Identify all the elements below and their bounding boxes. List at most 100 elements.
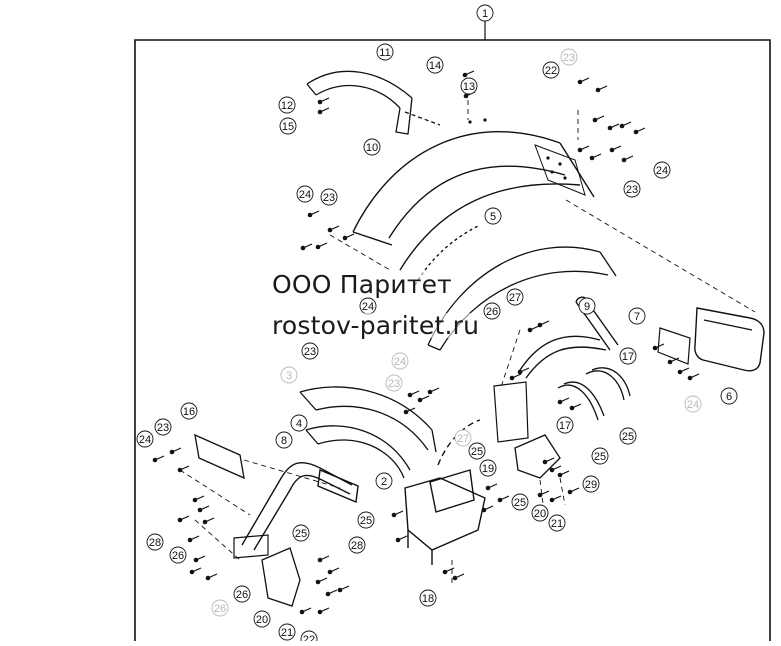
callout-label: 23	[304, 346, 316, 358]
callout-label: 4	[296, 418, 302, 430]
callout-27: 27	[506, 288, 524, 306]
callout-3: 3	[280, 366, 298, 384]
part-channel-bracket	[233, 381, 529, 559]
callout-25: 25	[292, 524, 310, 542]
callout-label: 21	[551, 518, 563, 530]
callout-label: 6	[726, 391, 732, 403]
callout-label: 14	[429, 60, 441, 72]
callout-23: 23	[301, 342, 319, 360]
part-17-support-arcs	[557, 367, 631, 421]
callout-label: 24	[687, 399, 699, 411]
callout-label: 18	[422, 593, 434, 605]
callout-13: 13	[460, 77, 478, 95]
callout-26: 26	[483, 302, 501, 320]
assembly-frame	[134, 20, 771, 641]
callout-label: 10	[366, 142, 378, 154]
callout-15: 15	[279, 117, 297, 135]
callout-label: 25	[594, 451, 606, 463]
callout-label: 25	[360, 515, 372, 527]
callout-24: 24	[653, 161, 671, 179]
callout-label: 25	[622, 431, 634, 443]
callout-23: 23	[154, 418, 172, 436]
callout-25: 25	[468, 442, 486, 460]
callout-label: 27	[457, 433, 469, 445]
callout-label: 25	[514, 497, 526, 509]
part-16-mounting-plate	[194, 433, 341, 489]
part-11-arc-bracket	[306, 70, 441, 135]
callout-22: 22	[300, 630, 318, 646]
callout-label: 24	[299, 189, 311, 201]
callout-label: 16	[183, 406, 195, 418]
part-8-mounting-arm	[241, 461, 359, 551]
callout-label: 26	[214, 603, 226, 615]
part-6-mud-flap	[694, 307, 765, 372]
callout-20: 20	[531, 504, 549, 522]
callout-28: 28	[146, 533, 164, 551]
assembly-callout: 1	[476, 4, 494, 22]
watermark-company: ООО Паритет	[272, 270, 452, 299]
callout-24: 24	[296, 185, 314, 203]
callout-label: 24	[656, 165, 668, 177]
callout-label: 22	[545, 65, 557, 77]
callout-16: 16	[180, 402, 198, 420]
callout-4: 4	[290, 414, 308, 432]
watermark-website[interactable]: rostov-paritet.ru	[272, 311, 480, 340]
part-4-fender-panel	[305, 425, 411, 479]
callout-label: 7	[634, 311, 640, 323]
callout-label: 22	[303, 634, 315, 641]
callout-23: 23	[320, 188, 338, 206]
callout-5: 5	[484, 207, 502, 225]
callout-19: 19	[479, 459, 497, 477]
callout-label: 25	[471, 446, 483, 458]
part-10-fender-holes	[468, 118, 567, 180]
fastener-hardware	[152, 70, 700, 615]
callout-25: 25	[357, 511, 375, 529]
callout-label: 17	[559, 420, 571, 432]
callout-6: 6	[720, 387, 738, 405]
callout-24: 24	[136, 430, 154, 448]
callout-23: 23	[385, 374, 403, 392]
callout-label: 3	[286, 370, 292, 382]
callout-label: 23	[388, 378, 400, 390]
callout-label: 25	[295, 528, 307, 540]
callout-label: 23	[323, 192, 335, 204]
callout-2: 2	[375, 472, 393, 490]
callout-label: 19	[482, 463, 494, 475]
callout-12: 12	[278, 96, 296, 114]
callout-26: 26	[169, 546, 187, 564]
callout-23: 23	[623, 180, 641, 198]
callout-label: 24	[362, 301, 374, 313]
callout-21: 21	[548, 514, 566, 532]
callout-label: 23	[626, 184, 638, 196]
callout-label: 11	[379, 47, 390, 59]
callout-label: 23	[563, 52, 575, 64]
callout-label: 26	[486, 306, 498, 318]
part-7-flap-bracket	[565, 199, 756, 365]
callout-label: 17	[622, 351, 634, 363]
callout-label: 28	[149, 537, 161, 549]
callout-28: 28	[348, 536, 366, 554]
callout-label: 26	[236, 589, 248, 601]
callout-14: 14	[426, 56, 444, 74]
callout-label: 9	[584, 301, 590, 313]
callout-20: 20	[253, 610, 271, 628]
callout-11: 11	[376, 43, 394, 61]
callout-label: 20	[256, 614, 268, 626]
callout-7: 7	[628, 307, 646, 325]
part-callouts: 2345678910111213141516171718192020212122…	[136, 43, 738, 646]
callout-18: 18	[419, 589, 437, 607]
callout-label: 21	[281, 627, 293, 639]
callout-label: 26	[172, 550, 184, 562]
callout-25: 25	[591, 447, 609, 465]
part-2-central-bracket	[404, 419, 486, 565]
callout-label: 27	[509, 292, 521, 304]
callout-22: 22	[542, 61, 560, 79]
assembly-callout-label: 1	[482, 8, 488, 20]
callout-24: 24	[684, 395, 702, 413]
callout-24: 24	[359, 297, 377, 315]
part-20-brackets	[261, 434, 561, 607]
callout-label: 5	[490, 211, 496, 223]
callout-17: 17	[619, 347, 637, 365]
callout-10: 10	[363, 138, 381, 156]
